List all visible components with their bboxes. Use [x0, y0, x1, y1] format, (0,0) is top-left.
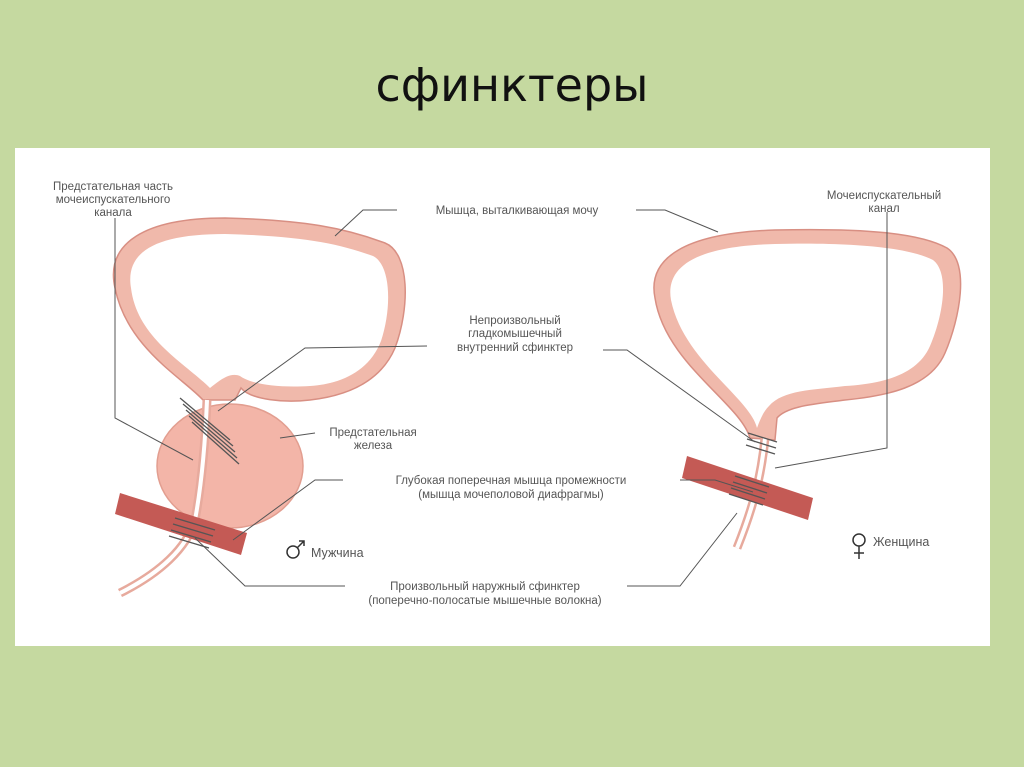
label-urethra-1: Мочеиспускательный [827, 190, 941, 202]
male-figure [113, 218, 405, 593]
label-male: Мужчина [311, 546, 364, 560]
label-external-2: (поперечно-полосатые мышечные волокна) [368, 595, 601, 607]
female-figure [654, 230, 961, 548]
label-deep-muscle-1: Глубокая поперечная мышца промежности [396, 475, 627, 487]
male-symbol-icon [287, 541, 304, 558]
label-female: Женщина [873, 535, 929, 549]
female-symbol-icon [853, 534, 865, 559]
label-prostate-1: Предстательная [329, 427, 416, 439]
sphincter-diagram: Предстательная часть мочеиспускательного… [15, 148, 990, 646]
diagram-panel: Предстательная часть мочеиспускательного… [15, 148, 990, 646]
label-prostate-2: железа [354, 440, 393, 452]
label-prostatic-part-1: Предстательная часть [53, 181, 173, 193]
prostate-gland [157, 404, 303, 528]
label-prostatic-part-2: мочеиспускательного [56, 194, 171, 206]
slide-title: сфинктеры [0, 58, 1024, 112]
label-external-1: Произвольный наружный сфинктер [390, 581, 580, 593]
label-deep-muscle-2: (мышца мочеполовой диафрагмы) [418, 489, 604, 501]
label-internal-2: гладкомышечный [468, 328, 562, 340]
label-urethra-2: канал [868, 203, 899, 215]
label-internal-1: Непроизвольный [469, 315, 560, 327]
label-internal-3: внутренний сфинктер [457, 342, 573, 354]
label-detrusor: Мышца, выталкивающая мочу [436, 205, 599, 217]
label-prostatic-part-3: канала [94, 207, 132, 219]
